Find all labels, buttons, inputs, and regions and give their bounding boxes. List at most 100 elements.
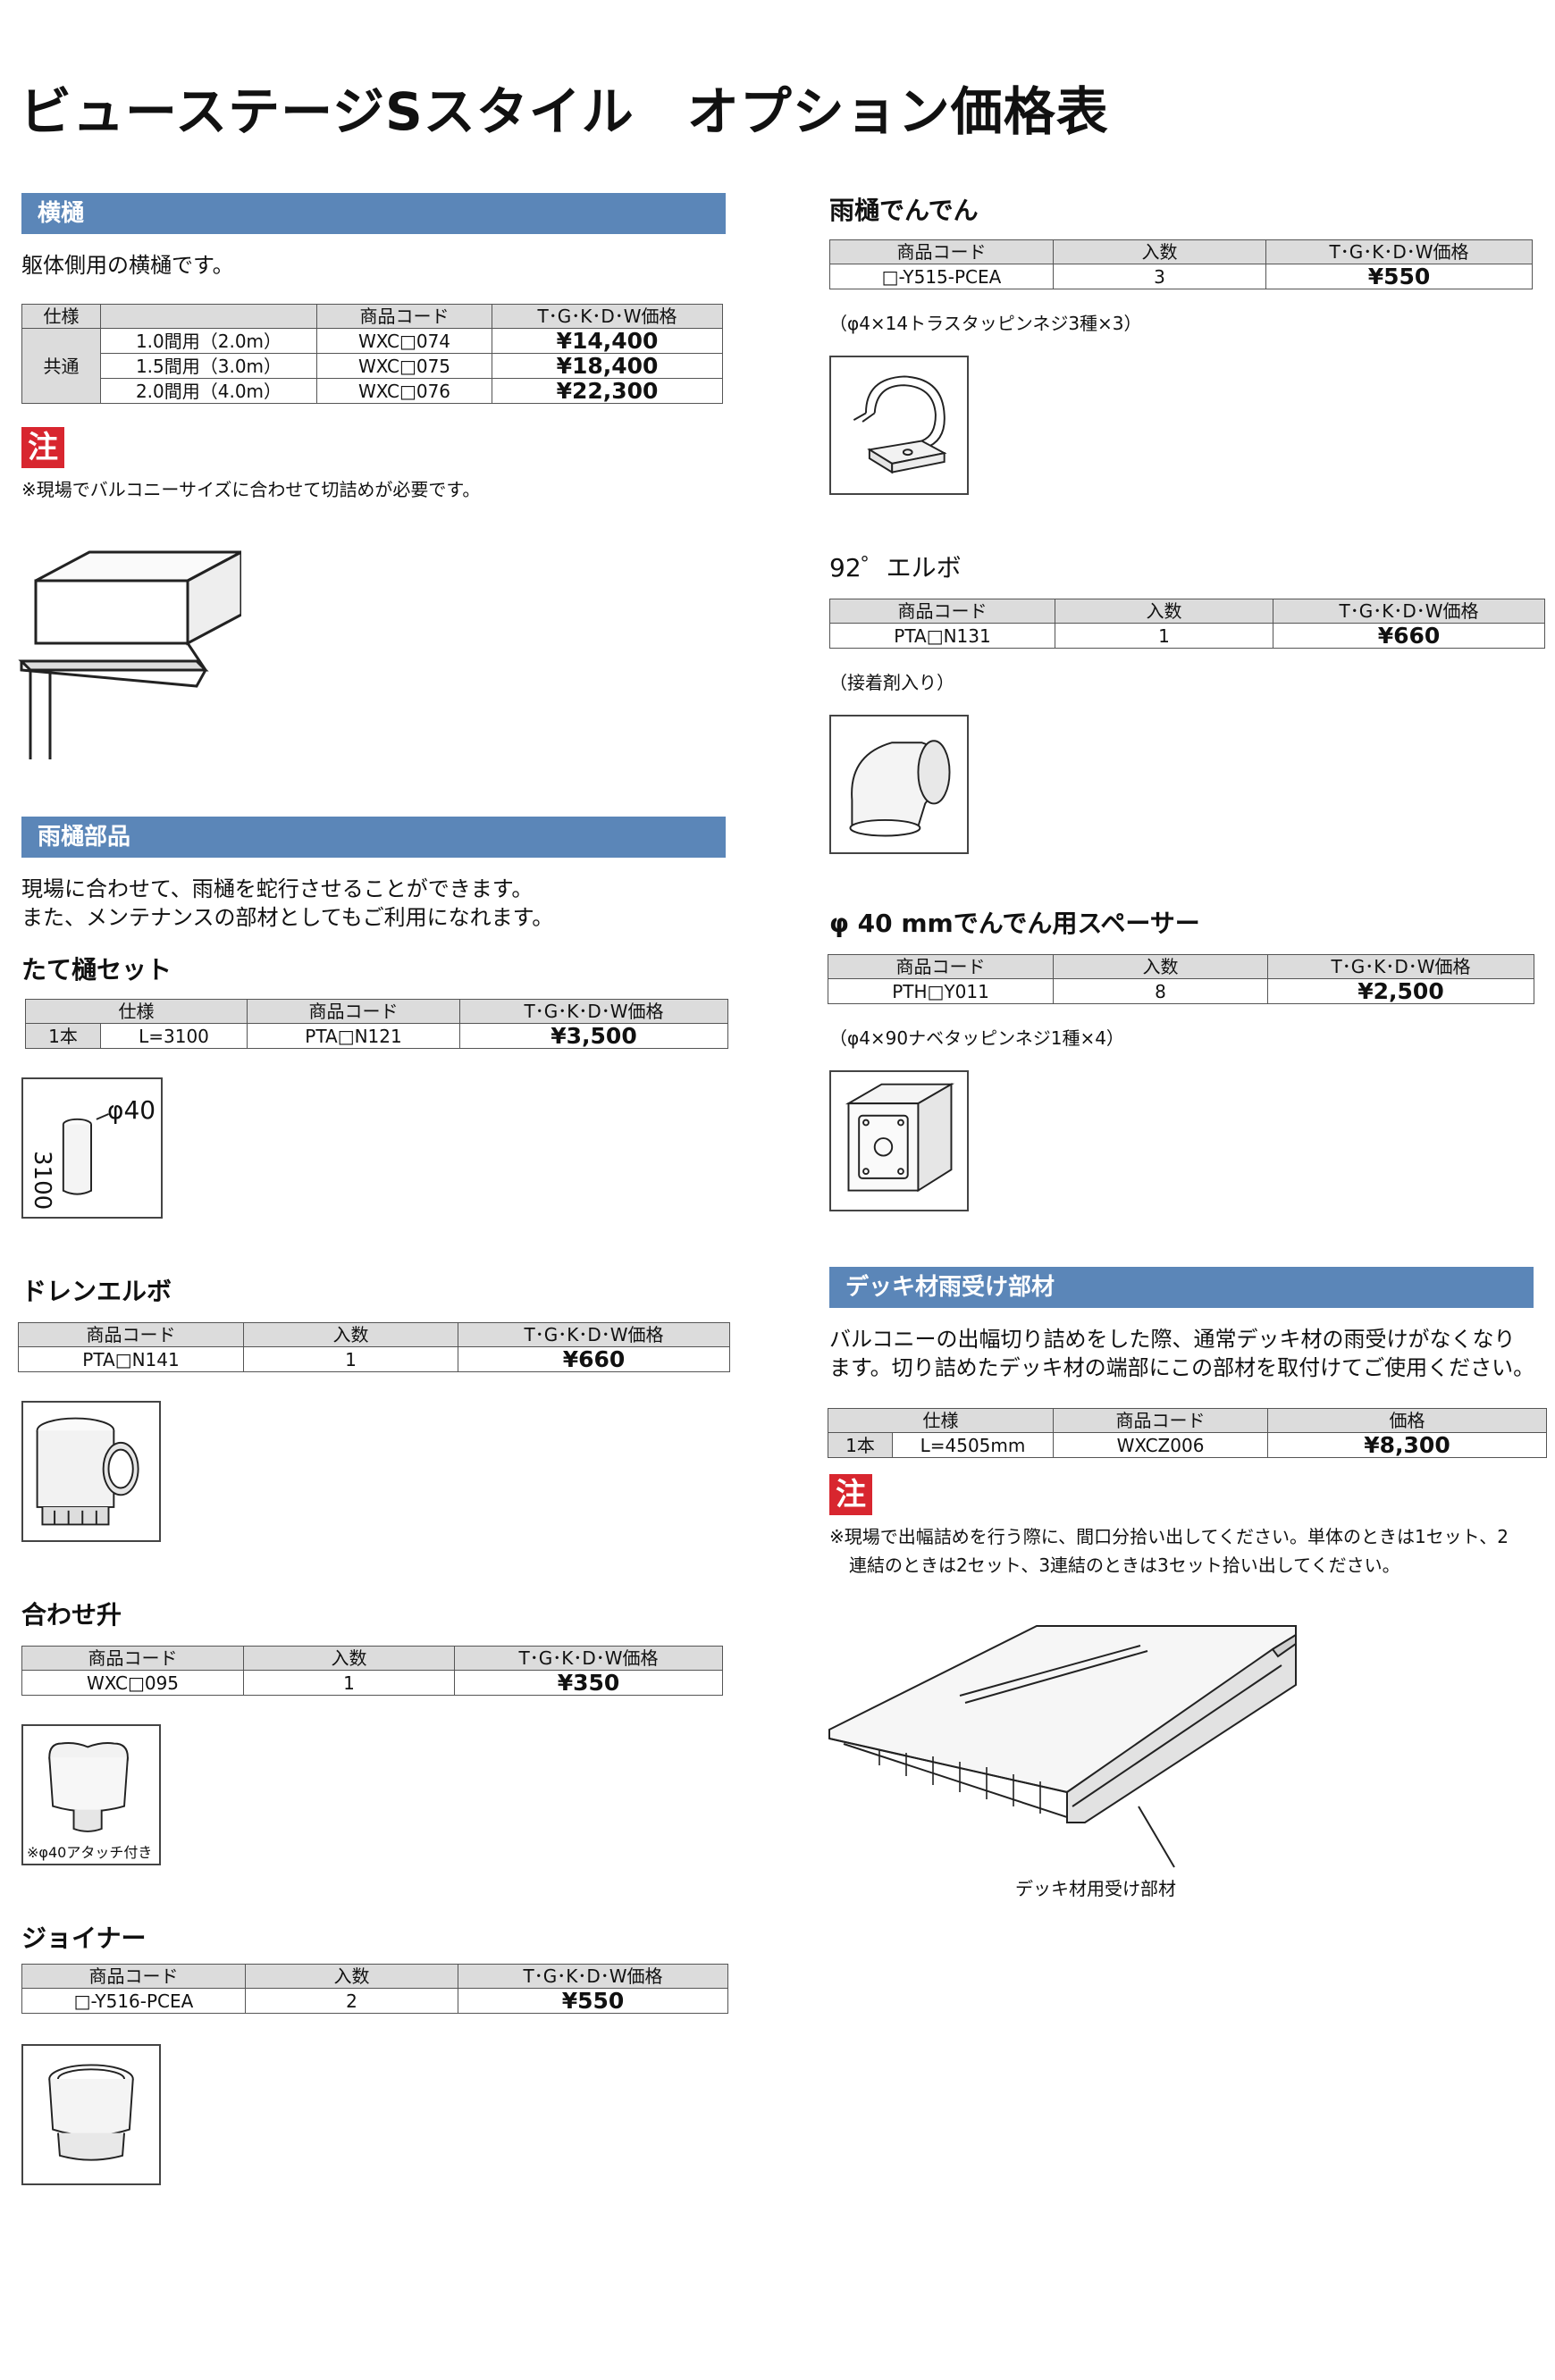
qty-cell: 3 <box>1053 264 1266 289</box>
spec-cell: L=4505mm <box>892 1432 1054 1458</box>
price-cell: ¥2,500 <box>1267 978 1534 1004</box>
table-header: 商品コード <box>247 999 460 1024</box>
note-icon: 注 <box>829 1474 872 1515</box>
spec-cell: 1.0間用（2.0m） <box>100 328 317 354</box>
table-row: 1本 L=4505mm WXCZ006 ¥8,300 <box>828 1432 1547 1458</box>
spacer-image <box>829 1070 969 1211</box>
table-header: T･G･K･D･W価格 <box>458 1322 730 1347</box>
price-cell: ¥8,300 <box>1267 1432 1547 1458</box>
table-header: 商品コード <box>829 239 1054 264</box>
awase-price-table: 商品コード 入数 T･G･K･D･W価格 WXC□095 1 ¥350 <box>21 1646 723 1696</box>
table-header: 仕様 <box>828 1408 1054 1433</box>
tatedoi-title: たて樋セット <box>21 955 172 985</box>
yokodoi-description: 躯体側用の横樋です。 <box>21 253 234 278</box>
spacer-block-icon <box>845 1082 955 1193</box>
price-cell: ¥550 <box>1265 264 1533 289</box>
table-header: 商品コード <box>316 304 492 329</box>
code-cell: WXCZ006 <box>1053 1432 1268 1458</box>
table-header: 商品コード <box>21 1646 244 1671</box>
note-icon: 注 <box>21 427 64 468</box>
code-cell: □-Y515-PCEA <box>829 264 1054 289</box>
tatedoi-price-table: 仕様 商品コード T･G･K･D･W価格 1本 L=3100 PTA□N121 … <box>25 999 728 1049</box>
code-cell: PTA□N141 <box>18 1346 244 1372</box>
price-cell: ¥22,300 <box>492 378 723 404</box>
tatedoi-image: φ40 3100 <box>21 1077 163 1219</box>
section-header-amadoi: 雨樋部品 <box>21 817 726 858</box>
table-header: T･G･K･D･W価格 <box>1267 954 1534 979</box>
spec-cell: L=3100 <box>100 1023 248 1049</box>
price-cell: ¥14,400 <box>492 328 723 354</box>
qty-cell: 1 <box>1055 623 1273 649</box>
table-header <box>100 304 317 329</box>
dendenn-title: 雨樋でんでん <box>829 196 979 225</box>
table-row: 2.0間用（4.0m） WXC□076 ¥22,300 <box>22 378 723 404</box>
spec-cell: 2.0間用（4.0m） <box>100 378 317 404</box>
elbow92-title: 92゜エルボ <box>829 553 962 582</box>
amadoi-description-line2: また、メンテナンスの部材としてもご利用になれます。 <box>21 905 554 930</box>
deck-description-line1: バルコニーの出幅切り詰めをした際、通常デッキ材の雨受けがなくなり <box>829 1327 1516 1352</box>
joiner-image <box>21 2044 161 2185</box>
table-header: 商品コード <box>18 1322 244 1347</box>
spec-cell: 1.5間用（3.0m） <box>100 353 317 379</box>
group-cell: 共通 <box>21 328 101 404</box>
pipe-bracket-icon <box>853 375 947 474</box>
drain-elbow-title: ドレンエルボ <box>21 1277 172 1306</box>
dendenn-price-table: 商品コード 入数 T･G･K･D･W価格 □-Y515-PCEA 3 ¥550 <box>829 239 1533 289</box>
dendenn-image <box>829 356 969 495</box>
pipe-icon <box>62 1113 109 1195</box>
amadoi-description-line1: 現場に合わせて、雨樋を蛇行させることができます。 <box>21 876 534 901</box>
table-row: 1.5間用（3.0m） WXC□075 ¥18,400 <box>22 353 723 379</box>
code-cell: PTH□Y011 <box>828 978 1054 1004</box>
table-header: T･G･K･D･W価格 <box>459 999 728 1024</box>
section-header-yokodoi: 横樋 <box>21 193 726 234</box>
table-row: PTA□N141 1 ¥660 <box>18 1346 730 1372</box>
deck-caption: デッキ材用受け部材 <box>1015 1878 1176 1899</box>
section-header-deck: デッキ材雨受け部材 <box>829 1267 1534 1308</box>
price-cell: ¥660 <box>1273 623 1545 649</box>
table-header: 入数 <box>245 1964 458 1989</box>
elbow92-image <box>829 715 969 854</box>
table-row: □-Y516-PCEA 2 ¥550 <box>21 1988 728 2014</box>
spacer-note: （φ4×90ナベタッピンネジ1種×4） <box>829 1027 1124 1049</box>
table-header: T･G･K･D･W価格 <box>1265 239 1533 264</box>
deck-price-table: 仕様 商品コード 価格 1本 L=4505mm WXCZ006 ¥8,300 <box>828 1408 1547 1458</box>
table-row: □-Y515-PCEA 3 ¥550 <box>829 264 1533 289</box>
awase-title: 合わせ升 <box>21 1600 122 1630</box>
price-cell: ¥550 <box>458 1988 728 2014</box>
table-header: 仕様 <box>21 304 101 329</box>
table-header: 商品コード <box>1053 1408 1268 1433</box>
gutter-illustration-icon <box>18 550 241 759</box>
price-cell: ¥660 <box>458 1346 730 1372</box>
qty-cell: 8 <box>1053 978 1268 1004</box>
drain-elbow-icon <box>36 1417 139 1526</box>
code-cell: WXC□095 <box>21 1670 244 1696</box>
table-header: 仕様 <box>25 999 248 1024</box>
code-cell: WXC□074 <box>316 328 492 354</box>
spacer-title: φ 40 mmでんでん用スペーサー <box>829 909 1200 938</box>
table-row: WXC□095 1 ¥350 <box>21 1670 723 1696</box>
table-header: 入数 <box>243 1322 458 1347</box>
price-cell: ¥350 <box>454 1670 723 1696</box>
elbow92-note: （接着剤入り） <box>829 672 954 693</box>
qty-cell: 2 <box>245 1988 458 2014</box>
table-header: 入数 <box>1053 954 1268 979</box>
spacer-price-table: 商品コード 入数 T･G･K･D･W価格 PTH□Y011 8 ¥2,500 <box>828 954 1534 1004</box>
elbow92-price-table: 商品コード 入数 T･G･K･D･W価格 PTA□N131 1 ¥660 <box>829 599 1545 649</box>
dimension-diameter: φ40 <box>107 1095 156 1125</box>
dendenn-note: （φ4×14トラスタッピンネジ3種×3） <box>829 313 1142 334</box>
table-header: 入数 <box>243 1646 455 1671</box>
yokodoi-note: ※現場でバルコニーサイズに合わせて切詰めが必要です。 <box>21 479 481 500</box>
table-header: T･G･K･D･W価格 <box>1273 599 1545 624</box>
code-cell: PTA□N121 <box>247 1023 460 1049</box>
code-cell: □-Y516-PCEA <box>21 1988 246 2014</box>
awase-caption: ※φ40アタッチ付き <box>27 1844 153 1861</box>
junction-box-icon <box>48 1742 129 1832</box>
table-header: T･G･K･D･W価格 <box>454 1646 723 1671</box>
table-header: 入数 <box>1053 239 1266 264</box>
deck-profile-illustration-icon <box>828 1625 1297 1868</box>
qty-cell: 1 <box>243 1346 458 1372</box>
code-cell: WXC□075 <box>316 353 492 379</box>
dimension-length: 3100 <box>29 1151 55 1211</box>
deck-note-line2: 連結のときは2セット、3連結のときは3セット拾い出してください。 <box>849 1555 1400 1576</box>
qty-cell: 1 <box>243 1670 455 1696</box>
